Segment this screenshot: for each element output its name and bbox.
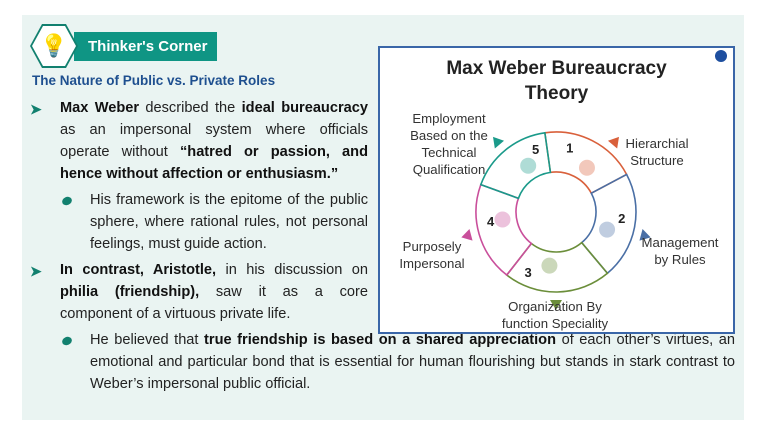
label-line: Hierarchial	[625, 136, 689, 151]
segment-icon	[520, 157, 537, 174]
bullet-arrow-icon: ➤	[30, 263, 42, 279]
bullet-arrow-icon: ➤	[30, 101, 42, 117]
direction-arrow-icon	[639, 228, 651, 241]
subtitle: The Nature of Public vs. Private Roles	[32, 73, 276, 88]
direction-arrow-icon	[493, 136, 505, 149]
bold-text: “hatred or passion, and hence without af…	[60, 144, 368, 182]
section-title: Thinker's Corner	[74, 31, 218, 61]
sub-bullet-icon	[60, 335, 74, 347]
label-management: Management by Rules	[630, 234, 730, 268]
segment-icon	[578, 159, 595, 176]
segment-5	[479, 131, 552, 200]
segment-icon	[599, 221, 616, 238]
bullet-weber: ➤ Max Weber described the ideal bureaucr…	[30, 97, 368, 185]
segment-icon	[494, 211, 511, 228]
direction-arrow-icon	[607, 136, 619, 149]
label-line: Purposely	[402, 239, 462, 254]
sub-bullet-friendship: He believed that true friendship is base…	[30, 329, 735, 395]
label-line: Structure	[630, 153, 684, 168]
segment-number: 5	[532, 142, 539, 157]
text: His framework is the epitome of the publ…	[90, 192, 368, 252]
bullet-aristotle: ➤ In contrast, Aristotle, in his discuss…	[30, 259, 368, 325]
lightbulb-brain-icon: 💡	[32, 26, 76, 66]
label-line: Technical	[421, 145, 477, 160]
title-line: Theory	[524, 83, 589, 104]
segment-number: 2	[618, 211, 625, 226]
text: described the	[139, 100, 242, 116]
label-line: Impersonal	[399, 256, 465, 271]
text: saw it as a core component of a virtuous…	[60, 284, 368, 322]
sub-bullet-framework: His framework is the epitome of the publ…	[30, 189, 368, 255]
label-line: Based on the	[410, 128, 488, 143]
text: of each other’s virtues, an emotional an…	[90, 332, 735, 392]
text: He believed that	[90, 332, 205, 348]
label-line: Employment	[412, 111, 486, 126]
label-line: by Rules	[654, 252, 706, 267]
segment-icon	[541, 257, 558, 274]
cycle-ring: 1 2 3 4 5	[461, 131, 651, 310]
sub-bullet-icon	[60, 195, 74, 207]
label-organization: Organization By function Speciality	[470, 298, 640, 332]
label-line: Organization By	[508, 299, 602, 314]
section-header: 💡 Thinker's Corner	[30, 24, 218, 68]
bold-text: ideal bureaucracy	[241, 100, 368, 116]
segment-number: 3	[524, 265, 531, 280]
bold-text: philia (friendship),	[60, 284, 200, 300]
logo-icon	[715, 50, 727, 62]
label-line: function Speciality	[501, 316, 609, 331]
segment-number: 1	[566, 140, 573, 155]
title-line: Max Weber Bureaucracy	[446, 58, 667, 79]
label-line: Qualification	[412, 162, 486, 177]
bold-text: In contrast, Aristotle,	[60, 262, 217, 278]
hex-frame: 💡	[30, 24, 78, 68]
label-line: Management	[641, 235, 719, 250]
segment-4	[475, 183, 533, 277]
direction-arrow-icon	[550, 300, 562, 310]
direction-arrow-icon	[461, 228, 473, 241]
bullet-list: ➤ Max Weber described the ideal bureaucr…	[30, 97, 736, 399]
text: as an impersonal system where officials …	[60, 122, 368, 160]
segment-number: 4	[487, 214, 495, 229]
text: in his discussion on	[216, 262, 368, 278]
bold-text: Max Weber	[60, 100, 140, 116]
bold-text: true friendship is based on a shared app…	[204, 332, 557, 348]
